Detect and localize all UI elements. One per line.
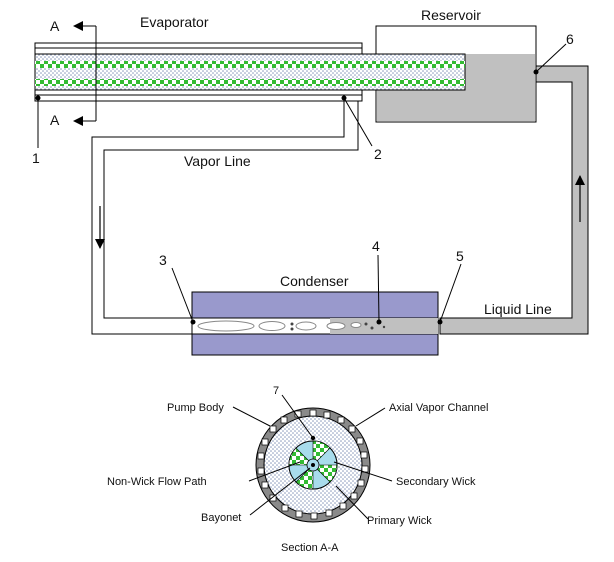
axial-vapor-channels bbox=[257, 409, 369, 520]
point-7-label: 7 bbox=[273, 385, 279, 397]
section-line-a-a bbox=[73, 21, 97, 126]
section-a-a bbox=[255, 407, 371, 523]
pump-body-label: Pump Body bbox=[167, 402, 224, 414]
vapor-line bbox=[91, 100, 359, 335]
non-wick-flow-path-label: Non-Wick Flow Path bbox=[107, 476, 207, 488]
secondary-wick-label: Secondary Wick bbox=[396, 476, 476, 488]
primary-wick-label: Primary Wick bbox=[367, 515, 432, 527]
station-points bbox=[35, 43, 567, 325]
flow-arrows bbox=[95, 175, 585, 249]
axial-vapor-channel-label: Axial Vapor Channel bbox=[389, 402, 488, 414]
vapor-line-label: Vapor Line bbox=[184, 153, 251, 169]
bayonet-label: Bayonet bbox=[201, 512, 241, 524]
evaporator bbox=[34, 42, 466, 102]
point-5-label: 5 bbox=[456, 248, 464, 264]
point-1-label: 1 bbox=[32, 150, 40, 166]
section-caption: Section A-A bbox=[281, 542, 339, 554]
section-a-bottom-label: A bbox=[50, 112, 60, 128]
evaporator-label: Evaporator bbox=[140, 14, 209, 30]
point-4-label: 4 bbox=[372, 238, 380, 254]
section-a-top-label: A bbox=[50, 18, 60, 34]
labels: Evaporator Reservoir Vapor Line Condense… bbox=[32, 7, 574, 554]
liquid-line-label: Liquid Line bbox=[484, 301, 552, 317]
point-2-label: 2 bbox=[374, 146, 382, 162]
section-leaders bbox=[232, 394, 393, 520]
point-3-label: 3 bbox=[159, 252, 167, 268]
point-6-label: 6 bbox=[566, 31, 574, 47]
condenser bbox=[191, 291, 439, 356]
condenser-label: Condenser bbox=[280, 273, 349, 289]
liquid-line-right bbox=[439, 65, 589, 335]
reservoir-label: Reservoir bbox=[421, 7, 481, 23]
